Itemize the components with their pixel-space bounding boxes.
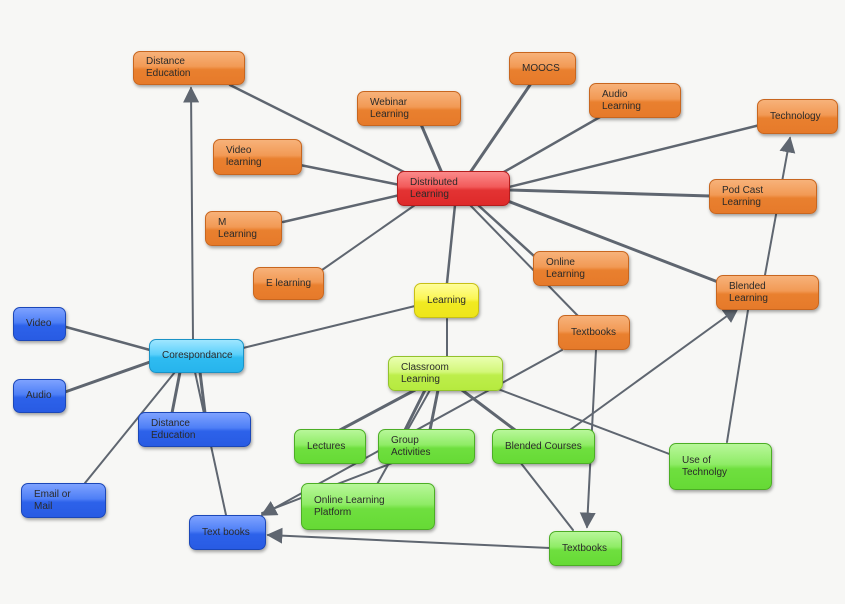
edge-use-of-technology-blended-learning <box>726 309 749 443</box>
node-webinar-learning[interactable]: Webinar Learning <box>357 91 461 126</box>
node-email-or-mail[interactable]: Email or Mail <box>21 483 106 518</box>
node-corespondance[interactable]: Corespondance <box>149 339 244 373</box>
node-textbooks-green[interactable]: Textbooks <box>549 531 622 566</box>
node-video-learning[interactable]: Video learning <box>213 139 302 175</box>
edge-corespondance-email <box>84 371 176 484</box>
node-video[interactable]: Video <box>13 307 66 341</box>
node-technology[interactable]: Technology <box>757 99 838 134</box>
node-distributed-learning[interactable]: Distributed Learning <box>397 171 510 206</box>
edge-distributed-blended-learning <box>503 198 720 284</box>
node-lectures[interactable]: Lectures <box>294 429 366 464</box>
edge-classroom-group-b <box>428 388 440 432</box>
node-textbooks-orange[interactable]: Textbooks <box>558 315 630 350</box>
node-text-books[interactable]: Text books <box>189 515 266 550</box>
edge-blended-courses-textbooks <box>519 461 574 531</box>
node-moocs[interactable]: MOOCS <box>509 52 576 85</box>
edge-distributed-moocs <box>463 83 532 182</box>
edge-distributed-webinar <box>418 120 447 182</box>
edge-classroom-blended-courses <box>460 388 517 432</box>
edge-distributed-learning <box>445 203 457 285</box>
node-blended-courses[interactable]: Blended Courses <box>492 429 595 464</box>
node-audio[interactable]: Audio <box>13 379 66 413</box>
node-e-learning[interactable]: E learning <box>253 267 324 300</box>
edge-corespondance-distance-education-blue-2 <box>198 370 207 415</box>
edge-textbooks-green-text-books <box>266 527 551 549</box>
edge-classroom-group-a <box>403 388 427 432</box>
node-distance-education-top[interactable]: Distance Education <box>133 51 245 85</box>
edge-classroom-lectures <box>338 388 417 432</box>
node-group-activities[interactable]: Group Activities <box>378 429 475 464</box>
edge-classroom-use-of-technology <box>489 385 673 456</box>
edge-distributed-distance-education <box>228 83 432 187</box>
node-pod-cast-learning[interactable]: Pod Cast Learning <box>709 179 817 214</box>
edge-distributed-textbooks <box>469 204 581 319</box>
edge-distributed-video-learning <box>298 163 402 187</box>
edge-corespondance-audio <box>63 360 152 394</box>
edge-learning-corespondance <box>242 305 416 349</box>
node-audio-learning[interactable]: Audio Learning <box>589 83 681 118</box>
node-classroom-learning[interactable]: Classroom Learning <box>388 356 503 391</box>
node-blended-learning[interactable]: Blended Learning <box>716 275 819 310</box>
node-online-learning[interactable]: Online Learning <box>533 251 629 286</box>
edge-distributed-pod-cast <box>508 188 712 198</box>
edge-distributed-e-learning <box>321 204 416 271</box>
node-distance-education-blue[interactable]: Distance Education <box>138 412 251 447</box>
edge-distributed-audio-learning <box>488 115 602 182</box>
edge-corespondance-distance-education <box>183 86 200 341</box>
edge-distributed-technology <box>503 123 762 190</box>
edge-distributed-m-learning <box>281 193 402 224</box>
node-learning[interactable]: Learning <box>414 283 479 318</box>
edge-corespondance-distance-education-blue <box>170 370 182 415</box>
edge-corespondance-video <box>64 325 152 352</box>
node-use-of-technology[interactable]: Use of Technolgy <box>669 443 772 490</box>
edge-blended-courses-blended-learning <box>569 307 740 431</box>
node-online-learning-platform[interactable]: Online Learning Platform <box>301 483 435 530</box>
node-m-learning[interactable]: M Learning <box>205 211 282 246</box>
